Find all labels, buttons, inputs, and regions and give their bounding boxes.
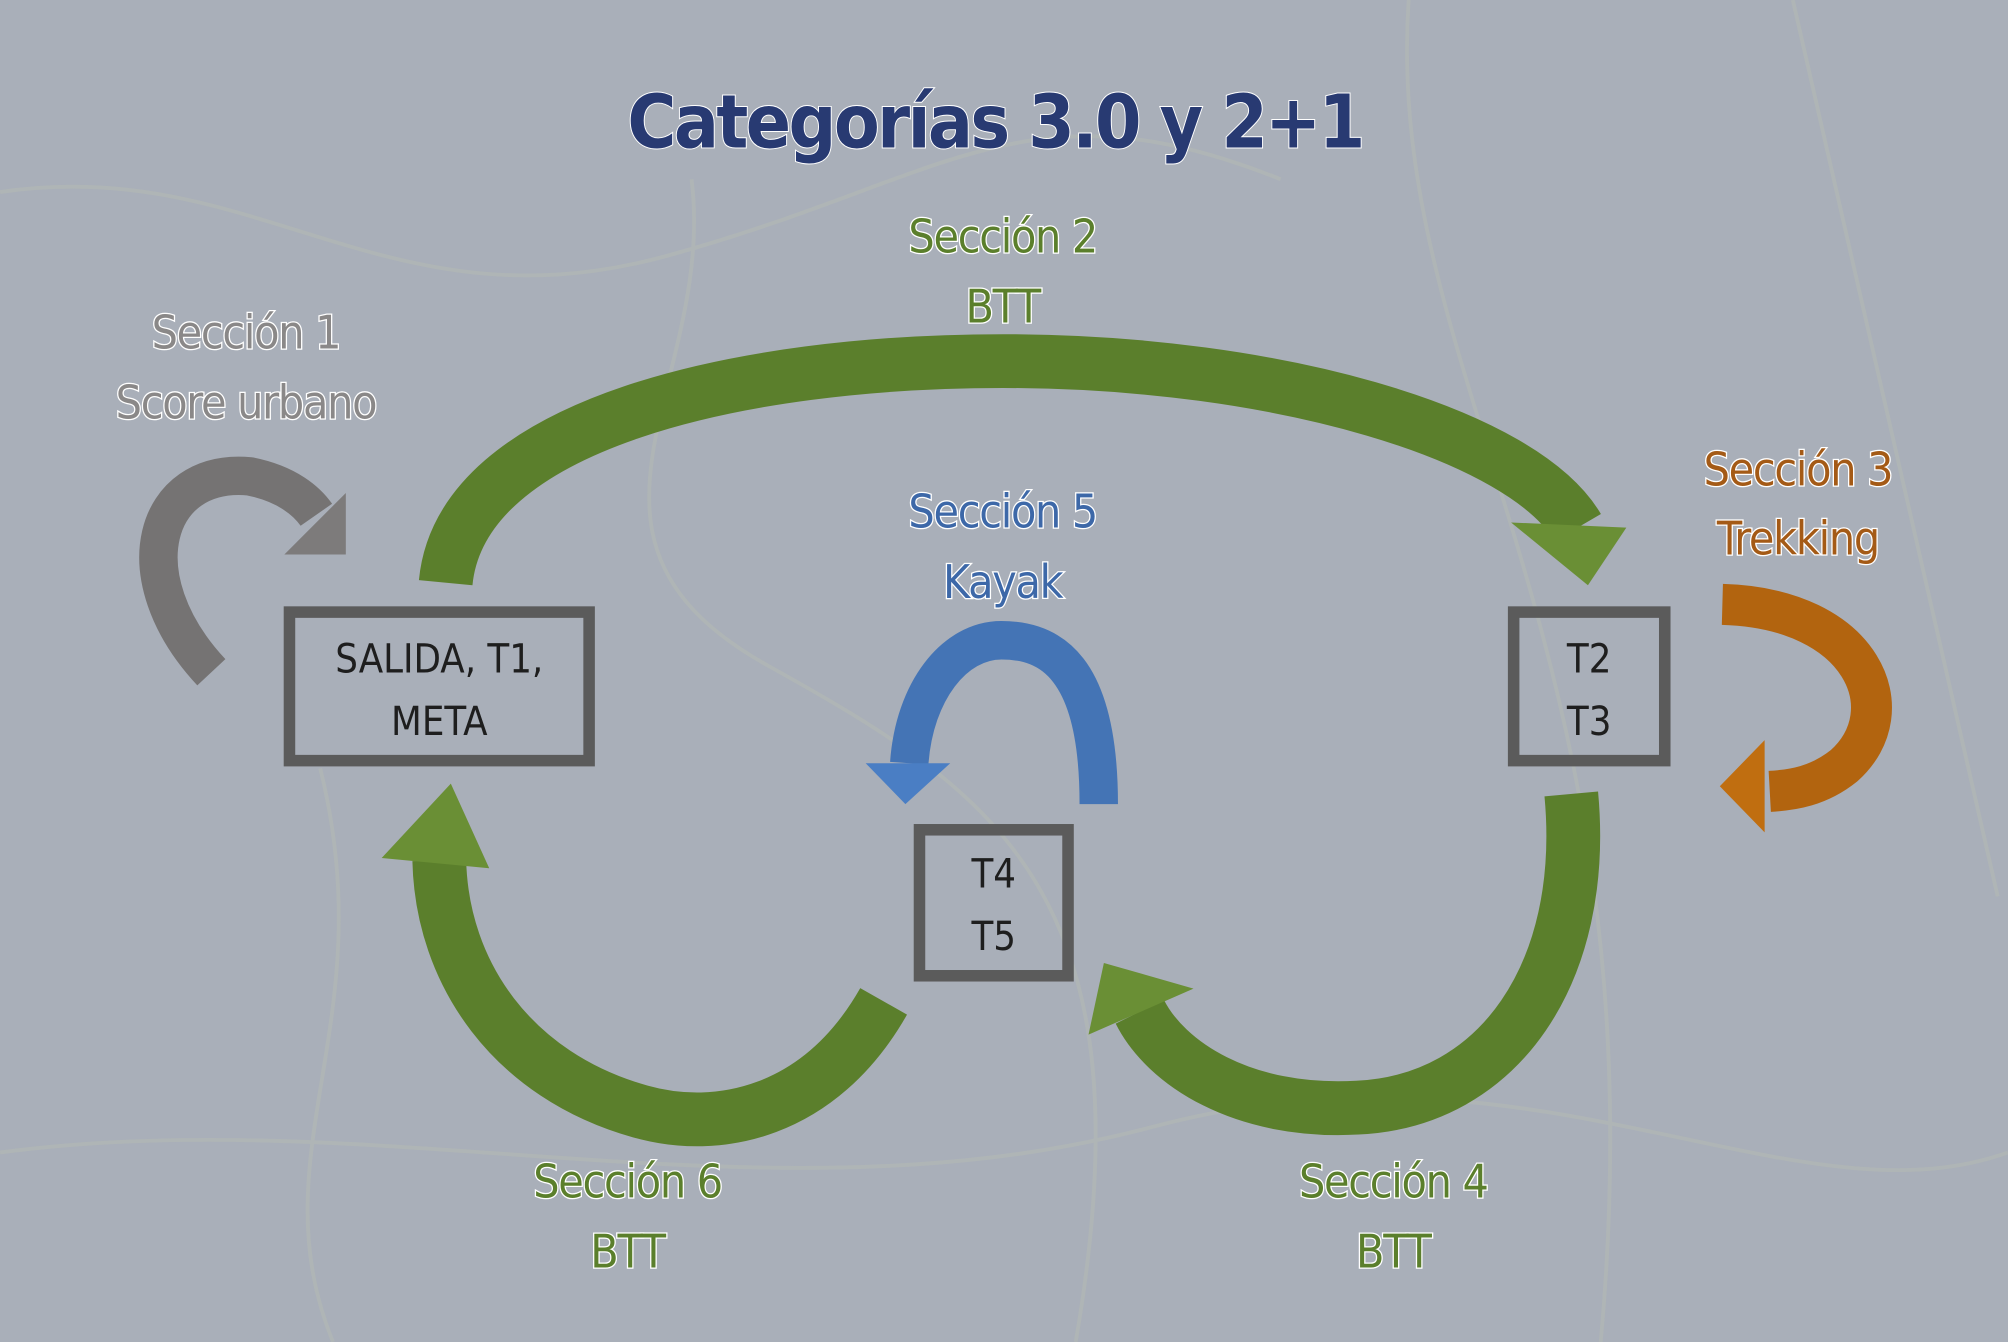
arrow-seccion-6 <box>381 783 908 1147</box>
node-t4-t5: T4 T5 <box>913 824 1074 982</box>
section-1-activity: Score urbano <box>116 376 376 430</box>
arrow-seccion-1 <box>139 456 346 686</box>
section-6-activity: BTT <box>590 1225 666 1279</box>
node-line-2: META <box>391 699 488 745</box>
section-1-name: Sección 1 <box>152 305 341 359</box>
node-line-2: T3 <box>1566 699 1612 745</box>
section-5-name: Sección 5 <box>908 485 1097 539</box>
section-4-name: Sección 4 <box>1299 1154 1488 1208</box>
arrow-seccion-3 <box>1719 583 1892 833</box>
page-title: Categorías 3.0 y 2+1 <box>627 78 1362 165</box>
section-2-activity: BTT <box>966 280 1042 334</box>
node-salida-meta: SALIDA, T1, META <box>283 606 595 767</box>
arrow-seccion-4 <box>1088 791 1601 1136</box>
section-2-name: Sección 2 <box>908 209 1097 263</box>
node-line-1: T4 <box>970 851 1016 897</box>
node-line-1: SALIDA, T1, <box>335 636 543 682</box>
section-5-activity: Kayak <box>943 555 1064 609</box>
arrow-seccion-2 <box>418 334 1627 587</box>
section-3-activity: Trekking <box>1716 511 1879 565</box>
section-4-activity: BTT <box>1356 1225 1432 1279</box>
arrow-seccion-5 <box>865 621 1118 805</box>
node-line-1: T2 <box>1566 636 1612 682</box>
section-6-name: Sección 6 <box>533 1154 722 1208</box>
section-3-name: Sección 3 <box>1704 442 1893 496</box>
node-t2-t3: T2 T3 <box>1507 606 1671 767</box>
node-line-2: T5 <box>970 914 1016 960</box>
